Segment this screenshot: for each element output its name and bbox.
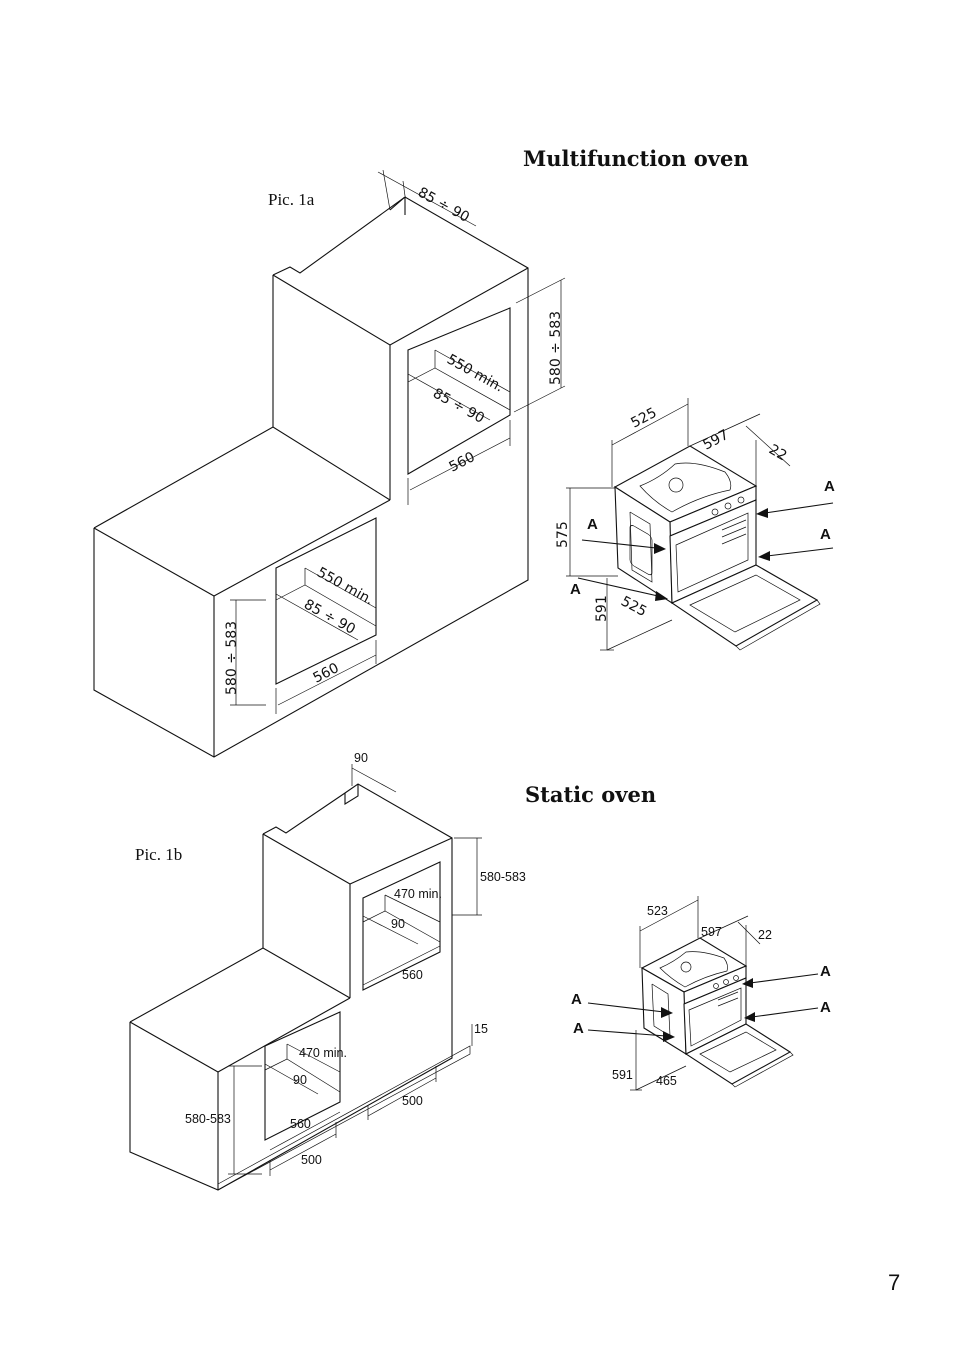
upper-width-label: 560: [402, 968, 423, 982]
page-number: 7: [888, 1270, 901, 1295]
lower-height-label: 580-583: [185, 1112, 231, 1126]
upper-height-label: 580-583: [480, 870, 526, 884]
lower-width-label: 560: [311, 660, 342, 686]
upper-height-label: 580 ÷ 583: [548, 311, 564, 385]
top-gap-label: 90: [354, 751, 368, 765]
base-right-label: 500: [402, 1094, 423, 1108]
marker-a-bottom-left: A: [570, 581, 581, 598]
door-depth-label: 465: [656, 1074, 677, 1088]
pic-1b-dimension-lines: [228, 764, 482, 1176]
front-label: 22: [766, 442, 789, 465]
pic-1b-dimension-labels: 90 580-583 470 min. 90 560 15 470 min. 9…: [185, 751, 526, 1167]
static-oven-labels: 523 597 22 591 465 A A A A: [571, 904, 831, 1088]
pic-1b-cabinet: [129, 783, 471, 1191]
multifunction-oven-dimensions: [566, 398, 834, 651]
marker-a-left: A: [571, 991, 582, 1008]
pic-1a-dimension-labels: 85 ÷ 90 580 ÷ 583 550 min. 85 ÷ 90 560 5…: [224, 185, 564, 695]
pic-1a-dimension-lines: [230, 169, 566, 714]
plinth-label: 15: [474, 1022, 488, 1036]
upper-vent-label: 90: [391, 917, 405, 931]
lower-height-label: 580 ÷ 583: [224, 621, 240, 695]
marker-a-mid-right: A: [820, 526, 831, 543]
front-label: 22: [758, 928, 772, 942]
lower-min-depth-label: 470 min.: [299, 1046, 347, 1060]
door-height-label: 591: [594, 595, 610, 622]
upper-min-depth-label: 550 min.: [444, 352, 506, 396]
width-label: 597: [700, 427, 731, 454]
lower-vent-label: 90: [293, 1073, 307, 1087]
pic-1a-label: Pic. 1a: [268, 190, 315, 209]
lower-min-depth-label: 550 min.: [314, 565, 376, 609]
marker-a-top-right: A: [820, 963, 831, 980]
pic-1a-cabinet: [93, 195, 529, 758]
height-label: 575: [555, 521, 571, 548]
marker-a-bottom-left: A: [573, 1020, 584, 1037]
marker-a-top-right: A: [824, 478, 835, 495]
depth-top-label: 523: [647, 904, 668, 918]
upper-width-label: 560: [447, 449, 478, 475]
width-label: 597: [701, 925, 722, 939]
upper-vent-label: 85 ÷ 90: [430, 386, 487, 427]
marker-a-left: A: [587, 516, 598, 533]
multifunction-oven-heading: Multifunction oven: [523, 146, 749, 171]
door-depth-label: 525: [618, 593, 649, 620]
door-height-label: 591: [612, 1068, 633, 1082]
base-left-label: 500: [301, 1153, 322, 1167]
multifunction-oven-drawing: [613, 445, 821, 651]
upper-min-depth-label: 470 min.: [394, 887, 442, 901]
lower-width-label: 560: [290, 1117, 311, 1131]
lower-vent-label: 85 ÷ 90: [301, 597, 358, 638]
static-oven-dimensions: [587, 896, 819, 1091]
static-oven-heading: Static oven: [525, 782, 657, 807]
pic-1b-label: Pic. 1b: [135, 845, 183, 864]
marker-a-mid-right: A: [820, 999, 831, 1016]
